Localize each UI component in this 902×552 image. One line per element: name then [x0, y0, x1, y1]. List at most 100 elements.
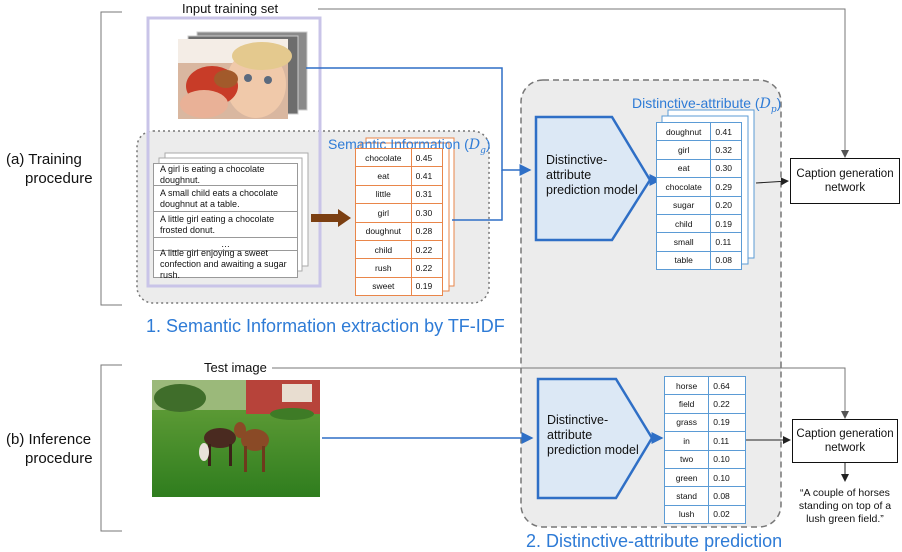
test-caption-network-line: network	[824, 442, 866, 454]
attribute-word: little	[355, 184, 412, 205]
inference-stage-label-line2: procedure	[25, 450, 93, 467]
training-set-to-network-wire	[318, 8, 849, 158]
generated-caption: “A couple of horses standing on top of a…	[788, 487, 902, 526]
attribute-score: 0.19	[410, 276, 444, 297]
attribute-word: table	[655, 250, 712, 271]
input-training-frame	[146, 16, 322, 288]
attribute-score: 0.32	[710, 140, 742, 160]
extraction-arrow	[311, 209, 351, 227]
attribute-score: 0.22	[708, 394, 746, 414]
semantic-info-subscript: g	[480, 145, 486, 156]
attribute-word: chocolate	[355, 147, 412, 168]
attribute-word: two	[663, 449, 710, 469]
generated-caption-line: lush green field.”	[806, 513, 884, 525]
attribute-score: 0.22	[410, 258, 444, 278]
attribute-score: 0.02	[708, 504, 746, 525]
attribute-word: child	[355, 239, 412, 260]
attribute-score: 0.41	[410, 166, 444, 186]
attribute-word: grass	[663, 412, 710, 433]
caption-item: A little girl eating a chocolate frosted…	[154, 212, 297, 238]
attribute-score: 0.19	[710, 213, 742, 234]
attribute-score: 0.22	[410, 239, 444, 260]
test-photo	[152, 380, 320, 497]
distinctive-title-text: Distinctive-attribute (	[632, 95, 760, 111]
attribute-word: horse	[663, 375, 710, 396]
attribute-word: sweet	[355, 276, 412, 297]
test-model-shape	[536, 377, 654, 500]
training-stage-label: (a) Training procedure	[6, 150, 93, 188]
caption-ellipsis: …	[154, 238, 297, 251]
attribute-score: 0.10	[708, 449, 746, 469]
train-model-label-line: Distinctive-	[546, 153, 608, 167]
training-stage-label-line1: (a) Training	[6, 151, 82, 168]
inference-stage-label-line1: (b) Inference	[6, 431, 92, 448]
training-bracket	[100, 11, 122, 306]
generated-caption-line: “A couple of horses	[800, 487, 890, 499]
attribute-score: 0.29	[710, 177, 742, 197]
attribute-word: eat	[355, 166, 412, 186]
inference-bracket	[100, 364, 122, 532]
attribute-score: 0.30	[410, 203, 444, 223]
train-model-label-line: prediction model	[546, 183, 638, 197]
attribute-score: 0.08	[708, 486, 746, 506]
test-caption-network: Caption generation network	[792, 419, 898, 463]
attribute-score: 0.45	[410, 147, 444, 168]
test-model-label-line: prediction model	[547, 443, 639, 457]
attribute-word: girl	[355, 203, 412, 223]
test-model-label-line: Distinctive-	[547, 413, 609, 427]
semantic-info-close: )	[485, 136, 491, 152]
attribute-score: 0.10	[708, 467, 746, 488]
attribute-score: 0.31	[410, 184, 444, 205]
attribute-word: small	[655, 232, 712, 252]
semantic-info-symbol: D	[468, 137, 481, 153]
attribute-word: field	[663, 394, 710, 414]
caption-list: A girl is eating a chocolate doughnut. A…	[153, 163, 298, 280]
attribute-score: 0.30	[710, 158, 742, 179]
distinctive-subscript: p	[770, 104, 777, 115]
distinctive-close: )	[776, 95, 782, 111]
distinctive-attribute-title: Distinctive-attribute (Dp)	[632, 95, 781, 115]
training-photo	[178, 39, 292, 119]
train-model-label: Distinctive- attribute prediction model	[546, 153, 638, 198]
train-model-shape	[534, 115, 652, 242]
train-caption-network-line: network	[824, 182, 866, 194]
test-caption-network-line: Caption generation	[796, 428, 894, 440]
attribute-word: lush	[663, 504, 710, 525]
train-caption-network-line: Caption generation	[796, 168, 894, 180]
extraction-title: 1. Semantic Information extraction by TF…	[146, 316, 505, 336]
inference-stage-label: (b) Inference procedure	[6, 430, 93, 468]
caption-item: A little girl enjoying a sweet confectio…	[160, 247, 287, 280]
attribute-score: 0.11	[710, 232, 742, 252]
attribute-score: 0.41	[710, 121, 742, 142]
attribute-score: 0.11	[708, 431, 746, 451]
input-training-set-label: Input training set	[182, 1, 279, 16]
attribute-word: doughnut	[655, 121, 712, 142]
attribute-score: 0.64	[708, 375, 746, 396]
attribute-word: child	[655, 213, 712, 234]
caption-item: A small child eats a chocolate doughnut …	[154, 186, 297, 212]
test-model-label-line: attribute	[547, 428, 593, 442]
test-image-label: Test image	[204, 360, 267, 375]
image-to-model-wire	[306, 67, 532, 176]
